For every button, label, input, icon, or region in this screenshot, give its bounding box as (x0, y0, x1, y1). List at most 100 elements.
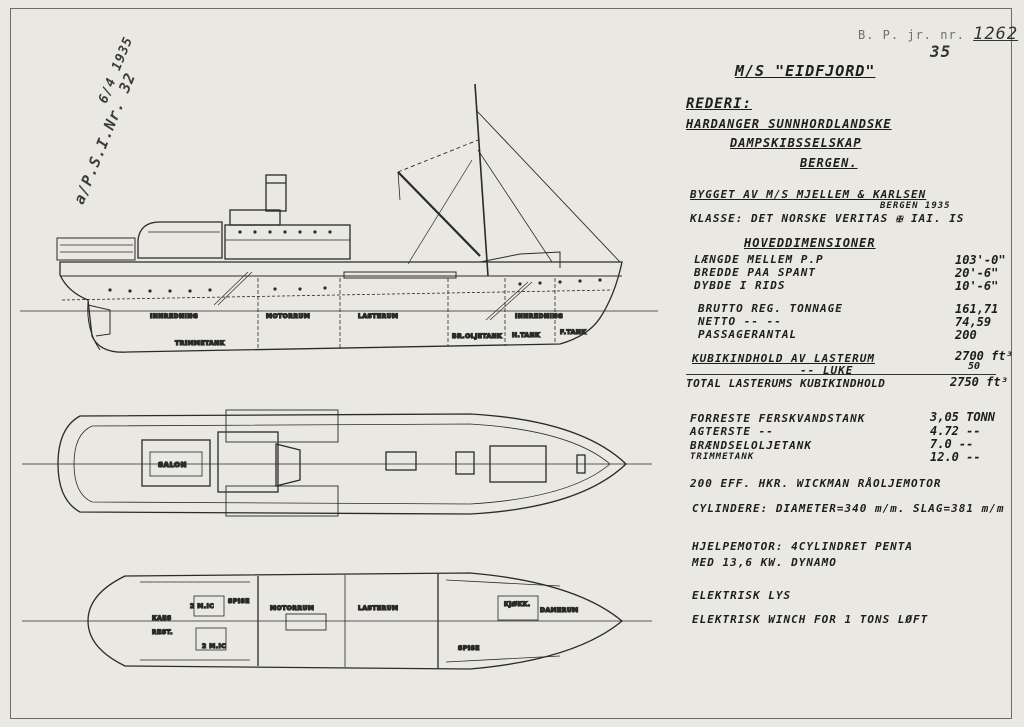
forecastle (479, 251, 561, 268)
accommodation-ladder (213, 271, 253, 306)
fwd-cabin (497, 595, 539, 621)
tank-label-2: BRÆNDSELOLJETANK (690, 439, 812, 452)
topping-lift (397, 139, 479, 173)
cylindere-line: CYLINDERE: DIAMETER=340 m/m. SLAG=381 m/… (692, 502, 1005, 515)
label-lasterum-profile: LASTERUM (358, 313, 398, 320)
elektrisk-line2: ELEKTRISK WINCH FOR 1 TONS LØFT (692, 613, 929, 626)
deck-engine-casing (217, 431, 279, 493)
label-innredning-aft: INNREDNING (150, 313, 198, 320)
label-spise2: SPISE (458, 645, 480, 652)
aft-cabin-a (193, 595, 225, 617)
ship-title: M/S "EIDFJORD" (735, 62, 876, 80)
deck-forecastle-house (489, 445, 547, 483)
hjelpemotor-line2: MED 13,6 KW. DYNAMO (692, 556, 837, 569)
dim-value-1: 20'-6" (955, 266, 999, 280)
wheelhouse (229, 209, 281, 226)
rudder (87, 304, 111, 337)
label-kjokk: KJØKK. (504, 601, 531, 608)
tank-top-line (61, 289, 613, 301)
deck-capstan (576, 454, 586, 474)
label-salon: SALON (158, 461, 187, 469)
rederi-heading: REDERI: (686, 96, 753, 112)
registration-stamp: B. P. jr. nr. 1262 R. (858, 24, 1024, 44)
deck-bulwark-line (73, 423, 611, 505)
fwd-ladder (485, 281, 533, 321)
dim-value-0: 103'-0" (955, 253, 1006, 267)
hatch-coaming (343, 271, 457, 279)
label-breololjetank: BR.OLJETANK (452, 333, 502, 340)
label-htank: H.TANK (512, 332, 540, 339)
deck-winch (455, 451, 475, 475)
label-dameros: DAMERUM (540, 607, 579, 614)
tank-label-1: AGTERSTE -- (690, 425, 774, 438)
tank-value-2: 7.0 -- (930, 437, 974, 451)
portholes (108, 230, 602, 293)
aft-berths (140, 581, 250, 661)
tank-label-3: TRIMMETANK (690, 452, 755, 462)
tonnage-label-0: BRUTTO REG. TONNAGE (698, 302, 843, 315)
reg-prefix: B. P. jr. nr. (858, 28, 965, 42)
dimensions-heading: HOVEDDIMENSIONER (744, 236, 876, 250)
label-ftank: F.TANK (560, 329, 586, 336)
deck-cabins-port (225, 409, 339, 443)
label-innredning-fwd: INNREDNING (515, 313, 563, 320)
kubik-line2: -- LUKE (800, 364, 854, 377)
deck-skylight (275, 443, 301, 487)
dim-label-2: DYBDE I RIDS (694, 279, 786, 292)
funnel (265, 174, 287, 212)
label-sm1: 2 M.IC (190, 603, 214, 610)
kubik-total-rule (686, 374, 996, 375)
label-sm2: 2 M.IC (202, 643, 226, 650)
hold-plan: MOTORRUM LASTERUM KAES REST. 2 M.IC 2 M.… (22, 572, 652, 670)
deck-cabins-stbd (225, 485, 339, 517)
sheet-border (10, 8, 1012, 719)
label-kaes: KAES (152, 615, 172, 622)
dim-value-2: 10'-6" (955, 279, 999, 293)
kubik-line1: KUBIKINDHOLD AV LASTERUM (692, 352, 875, 365)
kubik-total-label: TOTAL LASTERUMS KUBIKINDHOLD (686, 377, 886, 390)
tank-value-0: 3,05 TONN (930, 410, 996, 424)
fwd-berths (445, 579, 561, 663)
label-rest: REST. (152, 629, 173, 636)
tonnage-value-0: 161,71 (955, 302, 999, 316)
tank-value-1: 4.72 -- (930, 424, 981, 438)
hold-hull-outline (87, 572, 624, 670)
foremast (474, 83, 489, 277)
tank-label-0: FORRESTE FERSKVANDSTANK (690, 412, 866, 425)
label-lasterum-hold: LASTERUM (358, 605, 398, 612)
tonnage-value-2: 200 (955, 328, 977, 342)
dim-label-1: BREDDE PAA SPANT (694, 266, 816, 279)
tonnage-value-1: 74,59 (955, 315, 992, 329)
forestay (475, 109, 621, 263)
deck-hatch (385, 451, 417, 471)
dim-label-0: LÆNGDE MELLEM P.P (694, 253, 824, 266)
boom-fall (397, 171, 401, 201)
engine-block (285, 613, 327, 631)
label-motorrum-hold: MOTORRUM (270, 605, 314, 612)
tank-value-3: 12.0 -- (930, 450, 981, 464)
tonnage-label-2: PASSAGERANTAL (698, 328, 798, 341)
aft-deckhouse (137, 221, 223, 259)
aft-railing (56, 237, 136, 261)
salon-table (149, 451, 203, 477)
rudder-post (87, 301, 101, 351)
label-trimmetank: TRIMMETANK (175, 340, 225, 347)
kubik-value1: 2700 ft³ (955, 349, 1013, 363)
rederi-line3: BERGEN. (800, 156, 858, 170)
bygget-line2: BERGEN 1935 (880, 201, 951, 211)
rederi-line2: DAMPSKIBSSELSKAP (730, 136, 862, 150)
salon-room (141, 439, 211, 487)
deck-plan: SALON (22, 409, 652, 517)
kubik-value2: 50 (968, 361, 981, 372)
reg-number: 1262 (973, 24, 1019, 44)
backstay (407, 159, 473, 265)
deck-hull-outline (57, 413, 627, 515)
motor-line: 200 EFF. HKR. WICKMAN RÅOLJEMOTOR (690, 477, 942, 490)
reg-year: 35 (930, 42, 952, 61)
elektrisk-line1: ELEKTRISK LYS (692, 589, 792, 602)
aft-cabin-b (195, 627, 227, 651)
shroud (477, 149, 553, 263)
tonnage-label-1: NETTO -- -- (698, 315, 782, 328)
